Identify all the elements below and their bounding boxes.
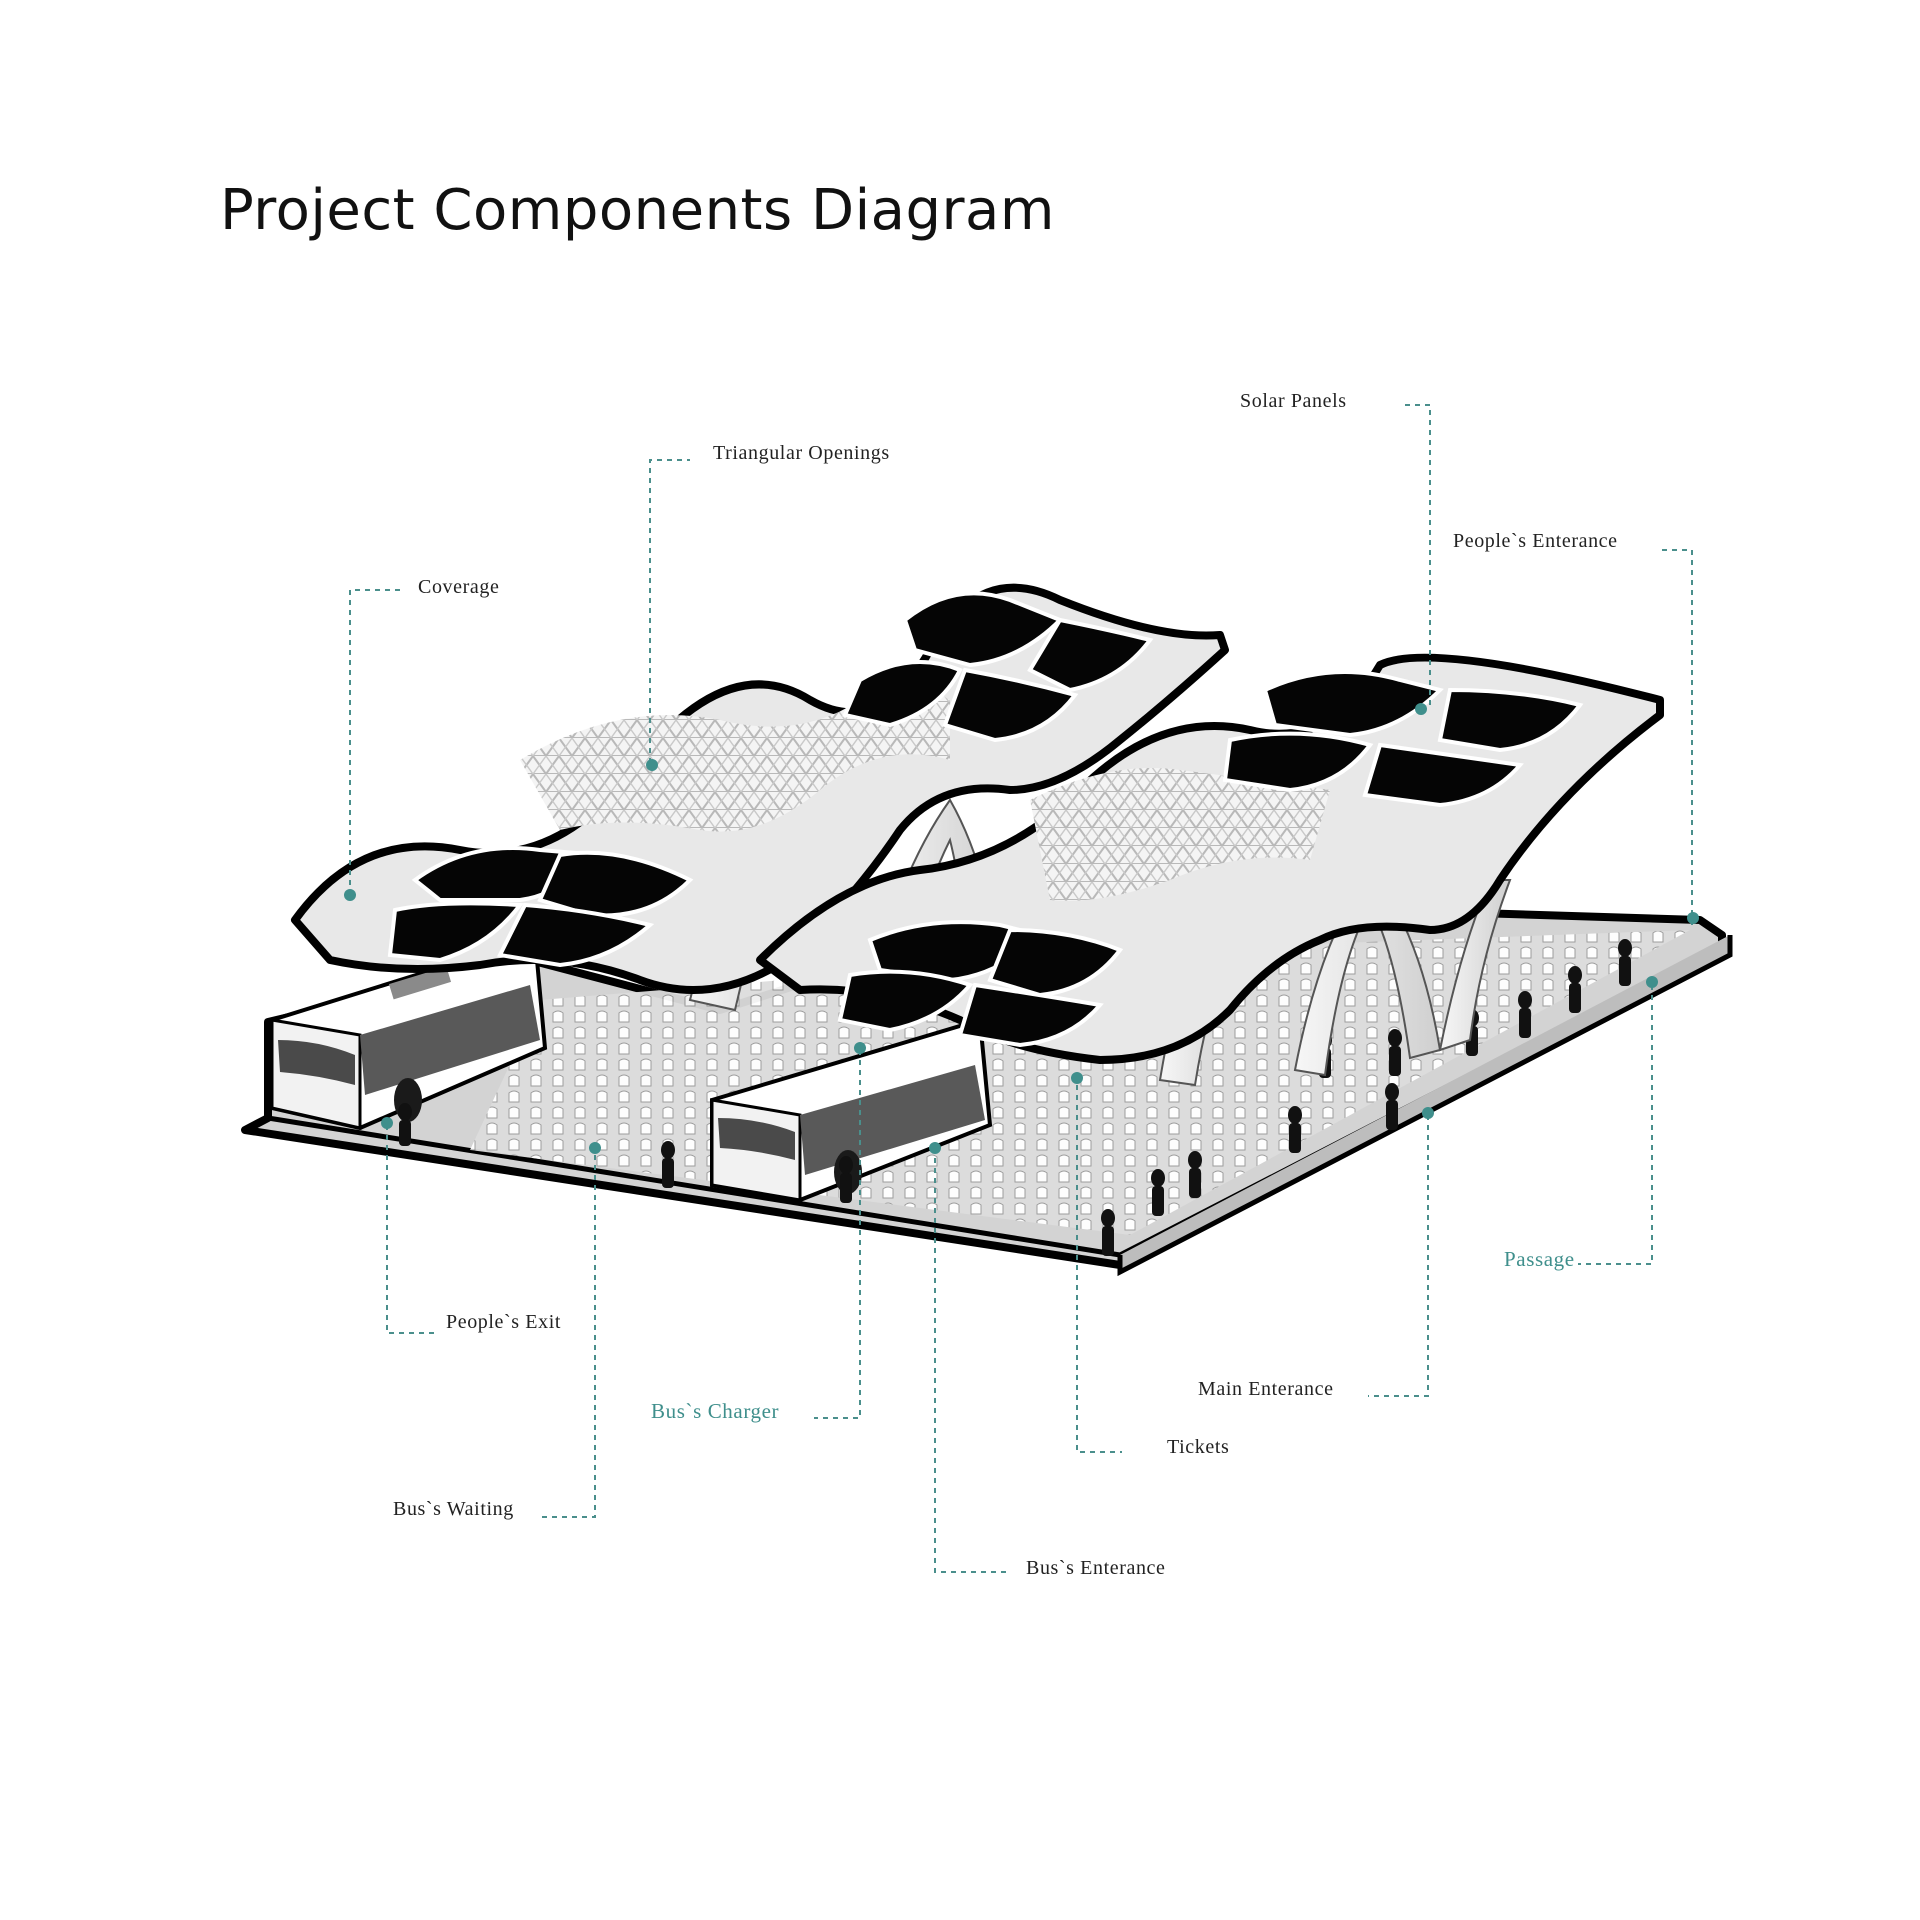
people-silhouettes <box>398 939 1632 1256</box>
label-peoples-entrance: People`s Enterance <box>1453 530 1618 552</box>
label-coverage: Coverage <box>418 576 500 598</box>
label-triangular-openings: Triangular Openings <box>713 442 890 464</box>
leader-lines <box>349 404 1693 1573</box>
label-main-entrance: Main Enterance <box>1198 1378 1334 1400</box>
label-bus-entrance: Bus`s Enterance <box>1026 1557 1166 1579</box>
page-title: Project Components Diagram <box>220 178 1055 243</box>
solar-panels <box>387 591 1584 1048</box>
label-bus-waiting: Bus`s Waiting <box>393 1498 514 1520</box>
label-tickets: Tickets <box>1167 1436 1230 1458</box>
bus-left <box>270 935 548 1131</box>
label-peoples-exit: People`s Exit <box>446 1311 562 1333</box>
label-solar-panels: Solar Panels <box>1240 390 1347 412</box>
marker-dots <box>344 703 1699 1154</box>
label-passage: Passage <box>1504 1247 1575 1271</box>
bus-right <box>710 1017 993 1203</box>
label-bus-charger: Bus`s Charger <box>651 1399 780 1423</box>
